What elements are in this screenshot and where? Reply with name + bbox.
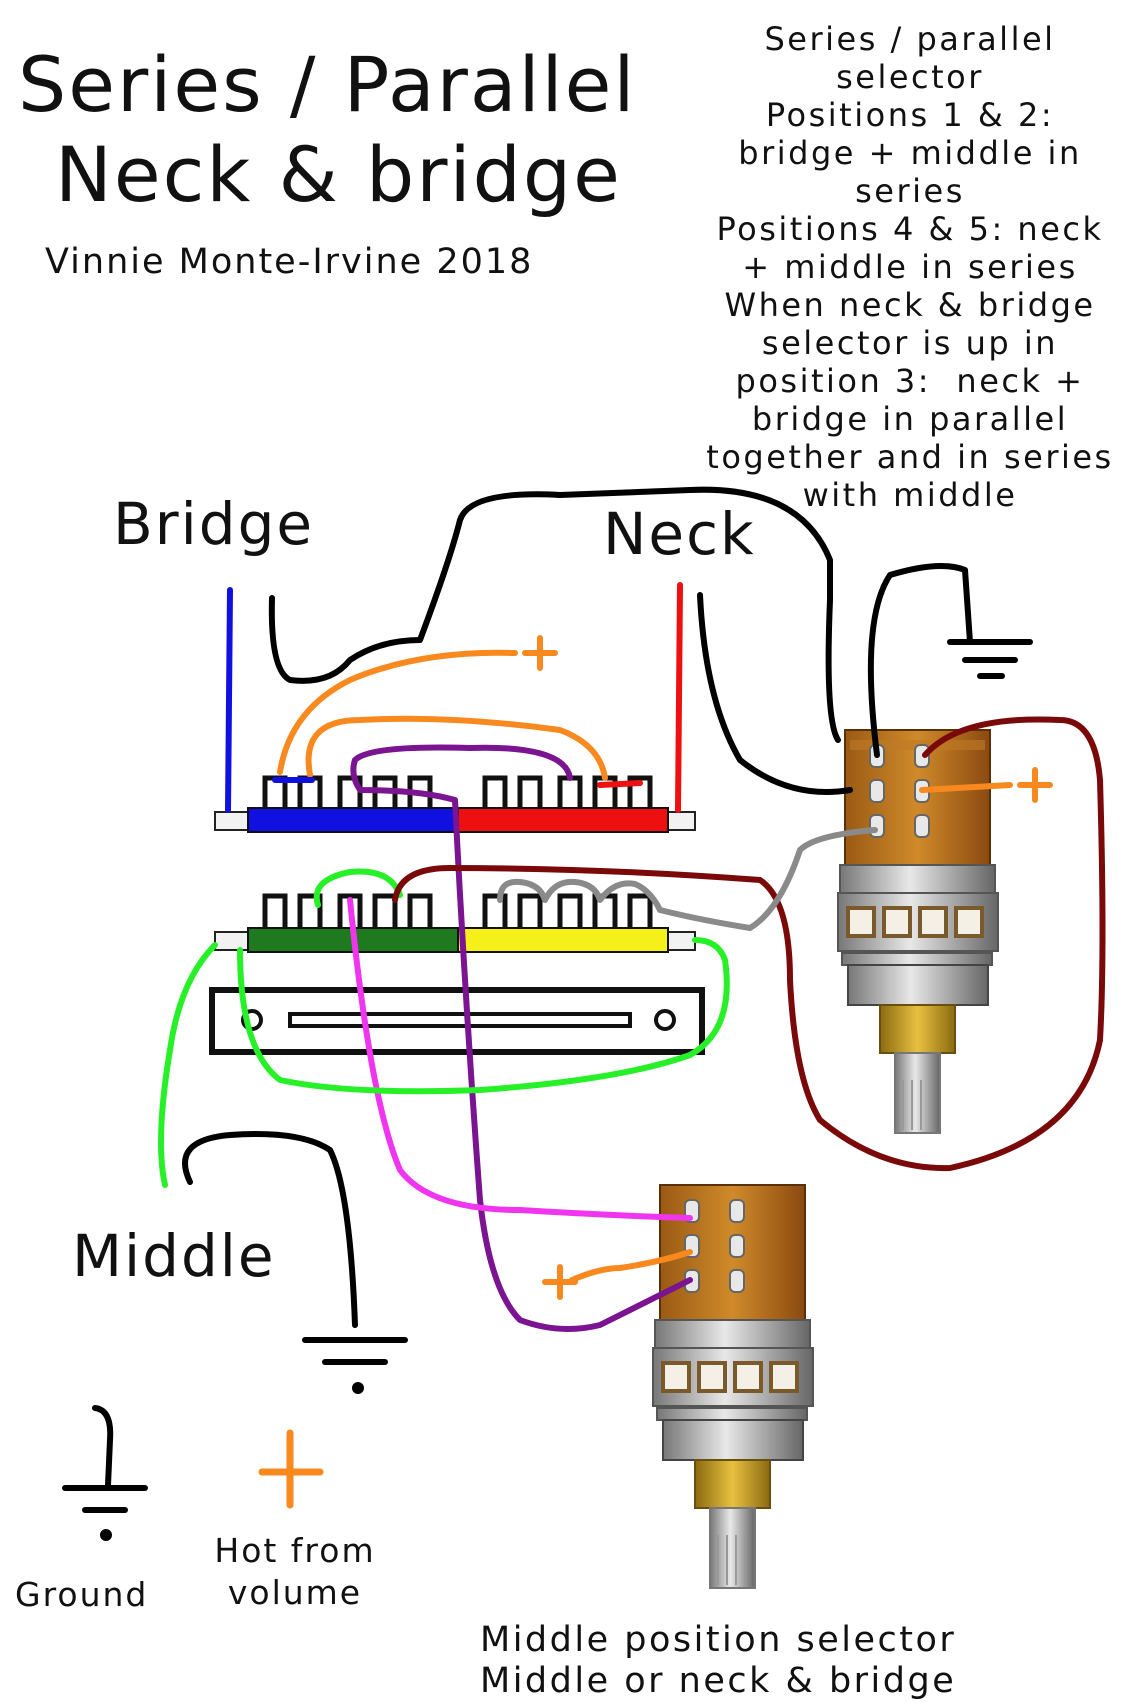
hot-legend-label: Hot from volume [205, 1530, 385, 1614]
plus-icon [542, 1264, 578, 1300]
middle-position-pot [652, 1184, 814, 1589]
dark-red-wire [392, 716, 1106, 1172]
selector-description: Series / parallel selector Positions 1 &… [700, 20, 1120, 514]
description-line: together and in series [706, 438, 1114, 476]
middle-selector-caption-line-2: Middle or neck & bridge [480, 1661, 957, 1701]
magenta-wire [347, 897, 693, 1221]
description-line: Positions 1 & 2: [765, 96, 1055, 134]
purple-wire [350, 744, 693, 1332]
middle-ground-wire [182, 1131, 358, 1328]
middle-selector-caption-line-1: Middle position selector [480, 1620, 957, 1660]
bridge-blue-lead [225, 587, 233, 813]
description-line: with middle [802, 476, 1018, 514]
description-line: series [855, 172, 965, 210]
description-line: bridge in parallel [751, 400, 1069, 438]
hot-legend-line-1: Hot from [214, 1531, 376, 1570]
plus-markers [522, 635, 1053, 1300]
green-wire-loop [313, 868, 403, 908]
title-line-2: Neck & bridge [55, 130, 622, 219]
hot-wire-upper-pot [919, 782, 1013, 793]
description-line: selector [836, 58, 984, 96]
description-line: position 3: neck + [735, 362, 1085, 400]
description-line: Series / parallel [764, 20, 1056, 58]
middle-selector-caption: Middle position selector Middle or neck … [480, 1620, 956, 1702]
hot-wire-loop [305, 715, 608, 781]
ground-symbols [302, 639, 1033, 1394]
bridge-pickup-label: Bridge [113, 490, 315, 558]
red-jumper [597, 780, 643, 788]
gray-wire [497, 827, 878, 931]
plus-icon [522, 635, 558, 671]
pot-ground-wire [867, 563, 973, 758]
description-line: bridge + middle in [738, 134, 1082, 172]
green-wire-bottom [237, 937, 730, 1095]
hot-wire-top [277, 649, 518, 775]
ground-icon [302, 1337, 408, 1394]
hot-wire-lower-pot [569, 1249, 693, 1283]
description-line: selector is up in [761, 324, 1059, 362]
plus-icon [1017, 767, 1053, 803]
description-line: + middle in series [742, 248, 1078, 286]
legend [62, 1405, 324, 1541]
neck-pickup-label: Neck [603, 500, 756, 568]
middle-pickup-label: Middle [72, 1222, 276, 1290]
bridge-black-lead [268, 486, 841, 743]
neck-black-lead [697, 592, 853, 795]
ground-icon [947, 639, 1033, 679]
description-line: Positions 4 & 5: neck [716, 210, 1104, 248]
ground-icon [62, 1405, 148, 1541]
plus-icon [258, 1429, 324, 1509]
green-wire-long [158, 942, 218, 1188]
series-parallel-pot [837, 729, 999, 1134]
neck-red-lead [675, 582, 683, 813]
ground-legend-label: Ground [15, 1575, 149, 1614]
title-line-1: Series / Parallel [18, 40, 637, 129]
hot-legend-line-2: volume [227, 1573, 363, 1612]
author-credit: Vinnie Monte-Irvine 2018 [45, 242, 534, 282]
description-line: When neck & bridge [724, 286, 1096, 324]
bottom-selector-switch [209, 893, 705, 1055]
